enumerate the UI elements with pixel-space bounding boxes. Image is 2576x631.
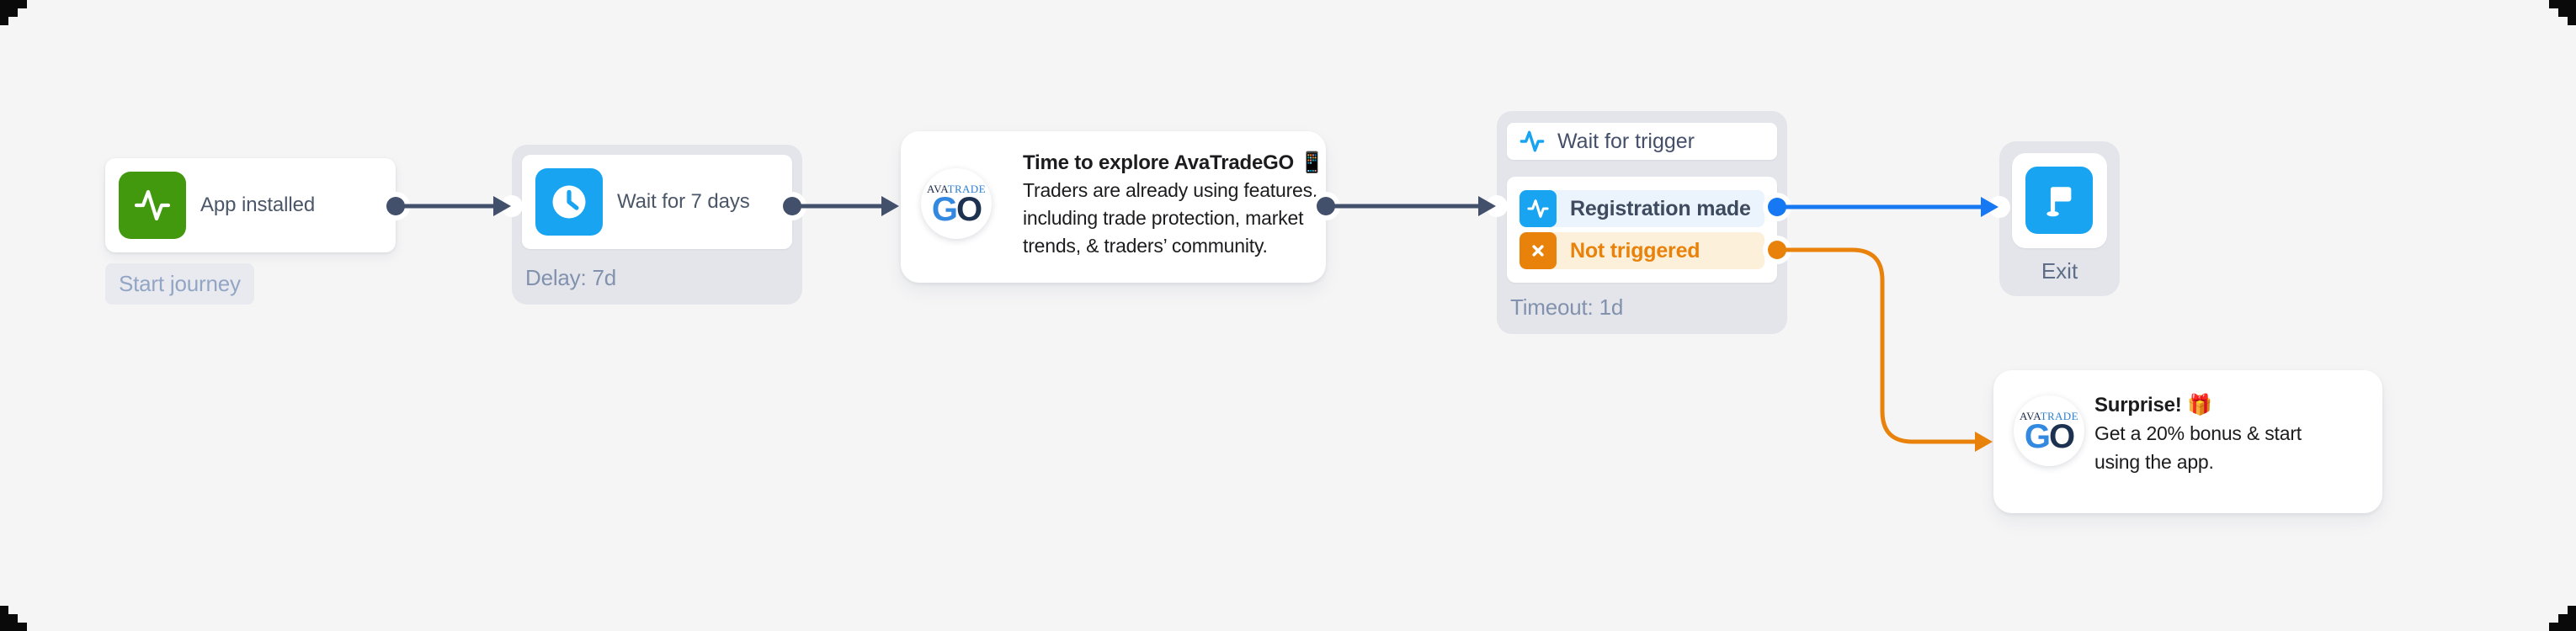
node-message-explore[interactable]: AVATRADE GO Time to explore AvaTradeGO 📱… xyxy=(901,131,1326,283)
connector-delay-to-message[interactable] xyxy=(790,196,899,216)
trigger-title-bar: Wait for trigger xyxy=(1507,123,1777,160)
start-journey-badge: Start journey xyxy=(105,263,254,305)
message-body-line: Get a 20% bonus & start xyxy=(2094,422,2302,444)
logo-go-g: G xyxy=(931,191,958,228)
message-title: Surprise! 🎁 xyxy=(2094,394,2212,416)
avatradego-logo: AVATRADE GO xyxy=(2014,395,2084,466)
message-body-line: Traders are already using features, xyxy=(1023,179,1318,201)
message-body-line: including trade protection, market xyxy=(1023,207,1304,229)
delay-inner-card: Wait for 7 days xyxy=(522,155,792,249)
node-wait-for-trigger[interactable]: Wait for trigger Registration made Not t… xyxy=(1497,111,1787,334)
node-exit[interactable]: Exit xyxy=(1999,141,2120,296)
trigger-branches: Registration made Not triggered xyxy=(1507,177,1777,283)
avatradego-logo: AVATRADE GO xyxy=(921,168,992,239)
logo-ava-text: AVA xyxy=(927,183,948,195)
trigger-title: Wait for trigger xyxy=(1557,129,1695,153)
activity-icon xyxy=(119,172,186,239)
logo-trade-text: TRADE xyxy=(947,183,986,195)
message-body-line: using the app. xyxy=(2094,451,2214,473)
exit-inner-card xyxy=(2012,153,2107,248)
logo-trade-text: TRADE xyxy=(2040,410,2078,422)
node-app-installed[interactable]: App installed xyxy=(105,158,396,252)
connector-registration-to-exit[interactable] xyxy=(1775,197,1999,217)
connector-message-to-trigger[interactable] xyxy=(1323,196,1496,216)
pulse-icon xyxy=(1519,128,1546,155)
connector-start-to-delay[interactable] xyxy=(393,196,511,216)
branch-not-triggered[interactable]: Not triggered xyxy=(1520,232,1764,269)
x-icon xyxy=(1520,232,1557,269)
node-delay[interactable]: Wait for 7 days Delay: 7d xyxy=(512,145,802,305)
node-label: App installed xyxy=(200,194,316,216)
flag-icon xyxy=(2025,167,2093,234)
logo-go-g: G xyxy=(2024,418,2051,455)
node-message-surprise[interactable]: AVATRADE GO Surprise! 🎁 Get a 20% bonus … xyxy=(1993,370,2382,513)
pulse-icon xyxy=(1520,190,1557,227)
connector-nottriggered-to-surprise[interactable] xyxy=(1775,247,1993,452)
clock-icon xyxy=(535,168,603,236)
message-body-line: trends, & traders’ community. xyxy=(1023,235,1268,257)
message-title: Time to explore AvaTradeGO 📱 xyxy=(1023,151,1325,174)
logo-go-o: O xyxy=(2049,418,2075,455)
timeout-meta: Timeout: 1d xyxy=(1510,294,1624,320)
exit-label: Exit xyxy=(2041,258,2078,284)
logo-go-o: O xyxy=(956,191,982,228)
branch-registration-made[interactable]: Registration made xyxy=(1520,190,1764,227)
node-label: Wait for 7 days xyxy=(617,190,750,213)
branch-label: Registration made xyxy=(1570,196,1751,220)
delay-meta: Delay: 7d xyxy=(525,265,617,290)
logo-ava-text: AVA xyxy=(2020,410,2041,422)
branch-label: Not triggered xyxy=(1570,238,1700,262)
